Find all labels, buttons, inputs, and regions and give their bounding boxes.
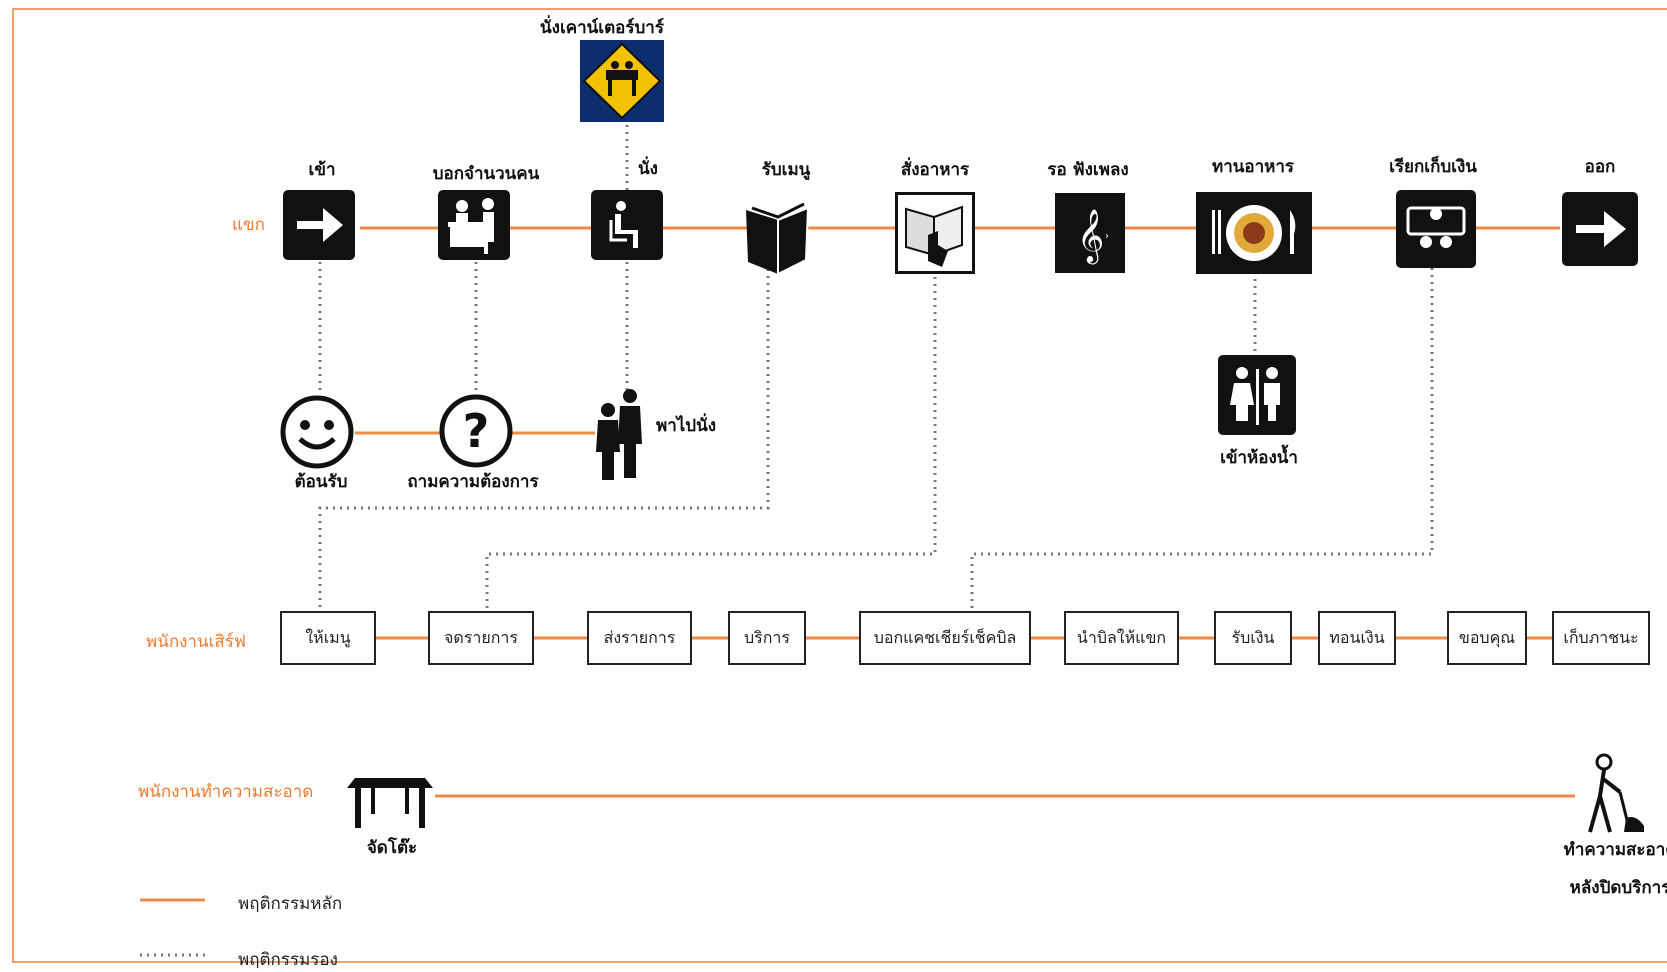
menu-give-menu-link (318, 262, 770, 611)
label-pay: เรียกเก็บเงิน (1389, 157, 1477, 177)
label-tell-count: บอกจำนวนคน (432, 164, 540, 184)
waiter-step: ทอนเงิน (1318, 611, 1396, 665)
legend-primary-label: พฤติกรรมหลัก (238, 894, 343, 914)
label-clean-1: ทำความสะอาด (1563, 840, 1667, 860)
restroom-icon (1218, 355, 1296, 435)
dining-plate-icon (1196, 192, 1312, 274)
label-clean-2: หลังปิดบริการ (1569, 878, 1667, 898)
waiter-step: รับเงิน (1214, 611, 1292, 665)
waiter-step: ให้เมนู (280, 611, 376, 665)
label-wait: รอ ฟังเพลง (1047, 160, 1129, 180)
treble-clef-icon: 𝄞 › (1055, 193, 1125, 273)
label-ask: ถามความต้องการ (407, 472, 539, 492)
row-label-cleaner: พนักงานทำความสะอาด (138, 782, 314, 802)
row-label-waiter: พนักงานเสิร์ฟ (146, 632, 246, 652)
waiter-step: ส่งรายการ (587, 611, 692, 665)
waiter-step: จดรายการ (428, 611, 534, 665)
waiter-step: บริการ (728, 611, 806, 665)
question-mark-icon: ? (437, 392, 515, 470)
svg-text:𝄞: 𝄞 (1077, 208, 1104, 264)
svg-text:›: › (1105, 231, 1109, 242)
waiter-step: บอกแคชเชียร์เช็คบิล (859, 611, 1031, 665)
legend-secondary-label: พฤติกรรมรอง (238, 950, 338, 970)
label-order: สั่งอาหาร (900, 160, 970, 180)
label-counter-bar: นั่งเคาน์เตอร์บาร์ (540, 18, 664, 38)
label-welcome: ต้อนรับ (294, 472, 348, 492)
exit-arrow-icon (1562, 192, 1638, 266)
label-eat: ทานอาหาร (1211, 157, 1295, 177)
enter-arrow-icon (283, 190, 355, 260)
bar-counter-icon (582, 42, 662, 120)
row-label-customer: แขก (232, 215, 265, 235)
svg-text:?: ? (463, 404, 490, 458)
payment-icon (1396, 190, 1476, 268)
label-setup-table: จัดโต๊ะ (366, 838, 418, 858)
label-menu: รับเมนู (761, 160, 811, 180)
diagram-frame (12, 8, 1667, 963)
vacuum-cleaner-icon (1570, 752, 1650, 836)
order-menu-icon (895, 192, 975, 274)
people-icon (592, 388, 648, 480)
label-restroom: เข้าห้องน้ำ (1220, 448, 1298, 468)
reception-desk-icon (438, 190, 510, 260)
waiter-step: ขอบคุณ (1447, 611, 1527, 665)
counter-bar-sign (580, 40, 664, 122)
label-exit: ออก (1584, 157, 1616, 177)
order-note-link (485, 270, 937, 611)
waiter-step: นำบิลให้แขก (1064, 611, 1179, 665)
label-sit: นั่ง (638, 159, 658, 179)
pay-cashier-link (970, 268, 1434, 611)
menu-book-icon (742, 190, 814, 276)
table-icon (345, 760, 435, 832)
waiter-step: เก็บภาชนะ (1552, 611, 1650, 665)
label-lead: พาไปนั่ง (655, 416, 717, 436)
seat-icon (591, 190, 663, 260)
label-enter: เข้า (308, 160, 336, 180)
smiley-face-icon (278, 393, 356, 471)
